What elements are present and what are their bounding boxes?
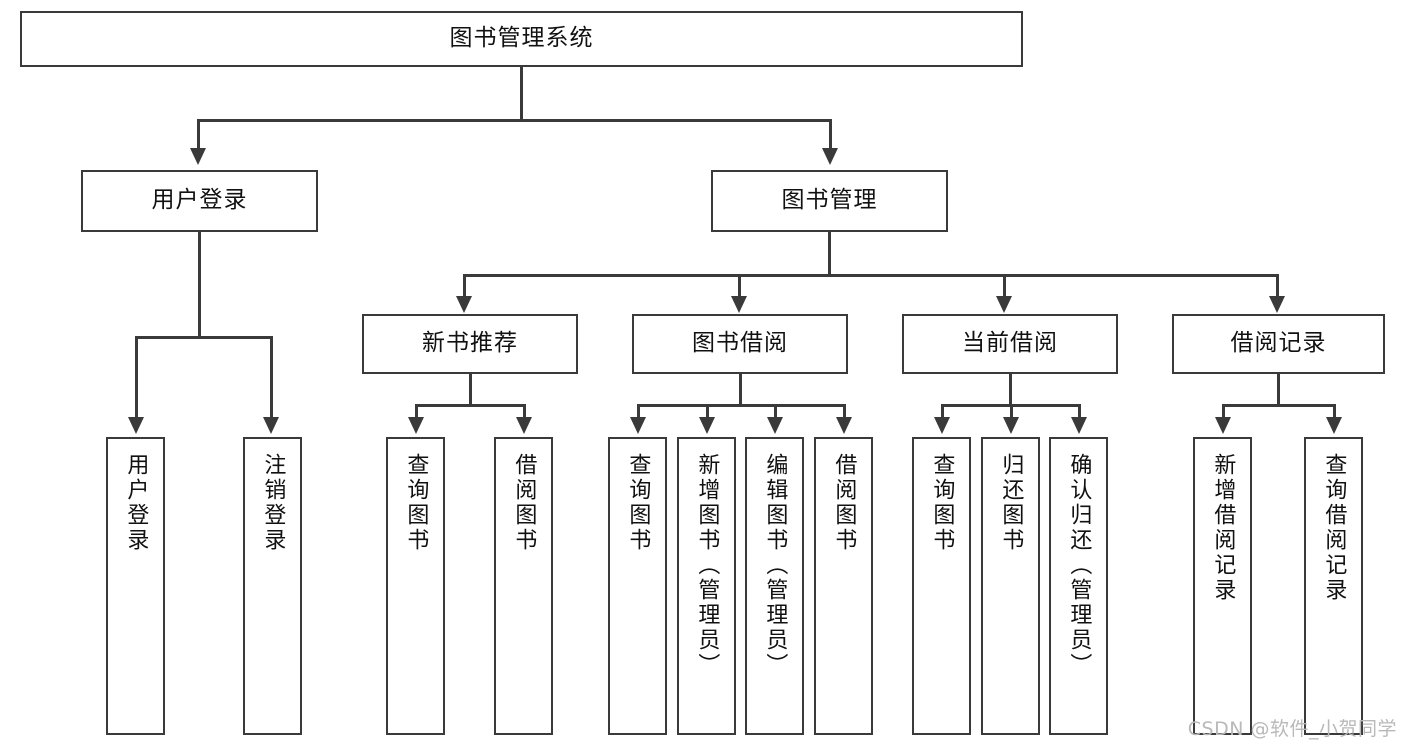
connector-bb-bus [637, 404, 845, 407]
connector-bm-to-new-book-recommend [463, 274, 466, 298]
arrowhead-leaf-query-borrow-record [1326, 417, 1342, 434]
connector-bm-to-current-borrow [1003, 274, 1006, 298]
arrowhead-leaf-return-book [1003, 417, 1019, 434]
node-label: 用户登录 [151, 187, 248, 214]
connector-bb-to-leaf-2 [706, 404, 709, 419]
arrowhead-leaf-borrow-book-1 [516, 417, 532, 434]
connector-bm-to-borrow-record [1276, 274, 1279, 298]
leaf-label: 查询借阅记录 [1321, 453, 1347, 603]
leaf-label: 编辑图书（管理员） [762, 453, 788, 678]
node-user-login[interactable]: 用户登录 [81, 170, 318, 232]
connector-bb-to-leaf-3 [774, 404, 777, 419]
connector-bb-stem [739, 374, 742, 406]
node-label: 图书管理 [781, 187, 878, 214]
leaf-label: 借阅图书 [511, 453, 537, 553]
arrowhead-to-user-login [190, 148, 206, 165]
connector-nbr-to-leaf-1 [415, 404, 418, 419]
connector-book-management-bus [463, 274, 1279, 277]
leaf-label: 新增图书（管理员） [694, 453, 720, 678]
node-book-management[interactable]: 图书管理 [711, 170, 948, 232]
arrowhead-to-book-management [822, 148, 838, 165]
arrowhead-book-borrow [731, 296, 747, 313]
leaf-label: 确认归还（管理员） [1066, 453, 1092, 678]
leaf-label: 借阅图书 [831, 453, 857, 553]
connector-br-bus [1222, 404, 1335, 407]
connector-root-to-user-login [197, 119, 200, 149]
connector-nbr-stem [469, 374, 472, 406]
arrowhead-leaf-confirm-return [1071, 417, 1087, 434]
arrowhead-leaf-borrow-book-2 [836, 417, 852, 434]
arrowhead-leaf-add-borrow-record [1215, 417, 1231, 434]
connector-user-login-to-leaf-1 [135, 336, 138, 418]
connector-bb-to-leaf-4 [843, 404, 846, 419]
leaf-add-borrow-record[interactable]: 新增借阅记录 [1193, 437, 1252, 735]
arrowhead-leaf-user-logout [263, 417, 279, 434]
leaf-label: 注销登录 [260, 453, 286, 553]
leaf-label: 查询图书 [625, 453, 651, 553]
leaf-label: 用户登录 [123, 453, 149, 553]
leaf-add-book[interactable]: 新增图书（管理员） [677, 437, 736, 735]
connector-user-login-stem [198, 232, 201, 338]
leaf-borrow-book-1[interactable]: 借阅图书 [494, 437, 553, 735]
arrowhead-leaf-query-book-3 [934, 417, 950, 434]
connector-user-login-bus [135, 336, 272, 339]
arrowhead-borrow-record [1269, 296, 1285, 313]
leaf-user-login[interactable]: 用户登录 [106, 437, 165, 735]
node-book-borrow[interactable]: 图书借阅 [632, 314, 848, 374]
leaf-label: 查询图书 [403, 453, 429, 553]
node-borrow-record[interactable]: 借阅记录 [1172, 314, 1385, 374]
leaf-label: 查询图书 [929, 453, 955, 553]
connector-root-stem [520, 67, 523, 120]
connector-bm-to-book-borrow [738, 274, 741, 298]
connector-nbr-bus [415, 404, 525, 407]
connector-cb-to-leaf-2 [1010, 404, 1013, 419]
leaf-query-book-1[interactable]: 查询图书 [386, 437, 445, 735]
arrowhead-leaf-edit-book [767, 417, 783, 434]
connector-cb-to-leaf-3 [1078, 404, 1081, 419]
connector-br-stem [1277, 374, 1280, 406]
leaf-edit-book[interactable]: 编辑图书（管理员） [745, 437, 804, 735]
node-new-book-recommend[interactable]: 新书推荐 [362, 314, 578, 374]
node-book-management-system[interactable]: 图书管理系统 [20, 11, 1023, 67]
node-label: 当前借阅 [962, 330, 1058, 357]
leaf-label: 新增借阅记录 [1210, 453, 1236, 603]
leaf-query-book-2[interactable]: 查询图书 [608, 437, 667, 735]
leaf-confirm-return[interactable]: 确认归还（管理员） [1049, 437, 1108, 735]
connector-br-to-leaf-1 [1222, 404, 1225, 419]
connector-cb-to-leaf-1 [941, 404, 944, 419]
connector-book-management-stem [828, 232, 831, 276]
arrowhead-new-book-recommend [456, 296, 472, 313]
connector-root-to-book-management [829, 119, 832, 149]
arrowhead-leaf-user-login [128, 417, 144, 434]
leaf-query-borrow-record[interactable]: 查询借阅记录 [1304, 437, 1363, 735]
leaf-borrow-book-2[interactable]: 借阅图书 [814, 437, 873, 735]
arrowhead-current-borrow [996, 296, 1012, 313]
connector-root-bus [197, 119, 831, 122]
arrowhead-leaf-add-book [699, 417, 715, 434]
node-label: 图书管理系统 [449, 25, 594, 52]
connector-bb-to-leaf-1 [637, 404, 640, 419]
connector-cb-stem [1009, 374, 1012, 406]
node-label: 图书借阅 [692, 330, 788, 357]
arrowhead-leaf-query-book-2 [630, 417, 646, 434]
connector-user-login-to-leaf-2 [270, 336, 273, 418]
node-label: 借阅记录 [1230, 330, 1327, 357]
leaf-label: 归还图书 [998, 453, 1024, 553]
leaf-query-book-3[interactable]: 查询图书 [912, 437, 971, 735]
connector-nbr-to-leaf-2 [523, 404, 526, 419]
connector-br-to-leaf-2 [1333, 404, 1336, 419]
node-label: 新书推荐 [422, 330, 518, 357]
leaf-user-logout[interactable]: 注销登录 [243, 437, 302, 735]
leaf-return-book[interactable]: 归还图书 [981, 437, 1040, 735]
arrowhead-leaf-query-book-1 [408, 417, 424, 434]
node-current-borrow[interactable]: 当前借阅 [902, 314, 1118, 374]
